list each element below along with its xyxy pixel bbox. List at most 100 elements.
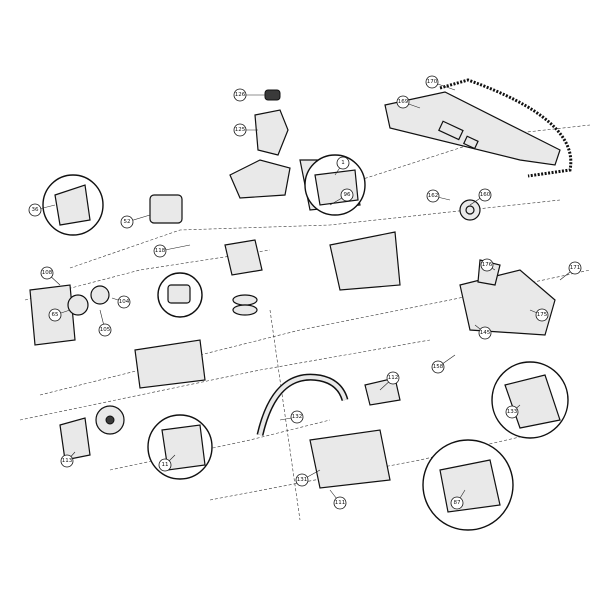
callout-number: 169: [398, 99, 409, 105]
callout-bubble: [340, 188, 354, 202]
callout-108: 108: [40, 266, 54, 280]
callout-96: 96: [340, 188, 354, 202]
callout-bubble: [120, 215, 134, 229]
callout-113: 113: [60, 454, 74, 468]
callout-112: 112: [386, 371, 400, 385]
callout-bubble: [233, 123, 247, 137]
callout-111: 111: [333, 496, 347, 510]
callout-132: 132: [290, 410, 304, 424]
callout-bubble: [425, 75, 439, 89]
callout-number: 162: [428, 193, 439, 199]
callout-number: 131: [297, 477, 308, 483]
callout-number: 125: [235, 127, 246, 133]
callout-number: 132: [292, 414, 303, 420]
flywheel: [59, 405, 125, 461]
callout-number: 158: [433, 364, 444, 370]
callout-145: 145: [478, 326, 492, 340]
clutch-drum: [459, 199, 481, 221]
callout-171: 171: [568, 261, 582, 275]
callout-number: 104: [119, 299, 130, 305]
callout-bubble: [233, 88, 247, 102]
callout-bubble: [153, 244, 167, 258]
callout-number: 160: [480, 192, 491, 198]
callout-36: 36: [28, 203, 42, 217]
callout-number: 52: [124, 219, 131, 225]
callout-bubble: [478, 326, 492, 340]
detail-circle-1: [304, 154, 366, 216]
callout-number: 11: [162, 462, 169, 468]
callout-number: 87: [454, 500, 461, 506]
callout-bubble: [431, 360, 445, 374]
callout-52: 52: [120, 215, 134, 229]
detail-circle-carburetor: [157, 272, 203, 318]
callout-bubble: [295, 473, 309, 487]
callout-bubble: [568, 261, 582, 275]
callout-bubble: [290, 410, 304, 424]
callout-133: 133: [505, 405, 519, 419]
front-handle: [256, 373, 401, 436]
callout-number: 36: [32, 207, 39, 213]
callout-number: 112: [388, 375, 399, 381]
starter-cover: [29, 284, 110, 346]
callout-170: 170: [425, 75, 439, 89]
callout-160: 160: [478, 188, 492, 202]
callout-number: 171: [570, 265, 581, 271]
callout-number: 65: [52, 312, 59, 318]
callout-118: 118: [153, 244, 167, 258]
callout-bubble: [478, 188, 492, 202]
callout-158: 158: [431, 360, 445, 374]
callout-bubble: [336, 156, 350, 170]
callout-labels: 170 169 126 125 96 36 1 162 160 171 176 175 52 118 65 1…: [28, 75, 582, 510]
callout-131: 131: [295, 473, 309, 487]
callout-169: 169: [396, 95, 410, 109]
callout-bubble: [535, 308, 549, 322]
callout-bubble: [450, 496, 464, 510]
lower-housing: [134, 339, 391, 489]
callout-number: 170: [427, 79, 438, 85]
callout-65: 65: [48, 308, 62, 322]
callout-126: 126: [233, 88, 247, 102]
callout-bubble: [505, 405, 519, 419]
callout-bubble: [40, 266, 54, 280]
callout-number: 111: [335, 500, 346, 506]
rear-handle: [459, 259, 556, 336]
detail-circle-171: [491, 361, 569, 439]
callout-number: 118: [155, 248, 166, 254]
callout-number: 105: [100, 327, 111, 333]
callout-125: 125: [233, 123, 247, 137]
callout-bubble: [158, 458, 172, 472]
callout-number: 175: [537, 312, 548, 318]
callout-number: 176: [482, 262, 493, 268]
callout-175: 175: [535, 308, 549, 322]
callout-number: 1: [341, 160, 345, 166]
callout-number: 145: [480, 330, 491, 336]
callout-number: 126: [235, 92, 246, 98]
callout-162: 162: [426, 189, 440, 203]
callout-number: 133: [507, 409, 518, 415]
callout-number: 96: [344, 192, 351, 198]
callout-104: 104: [117, 295, 131, 309]
detail-circle-11: [147, 414, 213, 480]
callout-bubble: [333, 496, 347, 510]
detail-circle-87: [422, 439, 514, 531]
callout-bubble: [117, 295, 131, 309]
callout-bubble: [386, 371, 400, 385]
callout-1: 1: [336, 156, 350, 170]
callout-bubble: [426, 189, 440, 203]
callout-105: 105: [98, 323, 112, 337]
cylinder-assembly: [149, 194, 263, 316]
callout-bubble: [60, 454, 74, 468]
callout-bubble: [48, 308, 62, 322]
saw-chain: [439, 78, 573, 178]
callout-176: 176: [480, 258, 494, 272]
top-cover: [229, 89, 291, 199]
callout-bubble: [28, 203, 42, 217]
callout-bubble: [396, 95, 410, 109]
callout-bubble: [98, 323, 112, 337]
callout-11: 11: [158, 458, 172, 472]
guide-bar: [384, 91, 561, 166]
callout-bubble: [480, 258, 494, 272]
callout-87: 87: [450, 496, 464, 510]
